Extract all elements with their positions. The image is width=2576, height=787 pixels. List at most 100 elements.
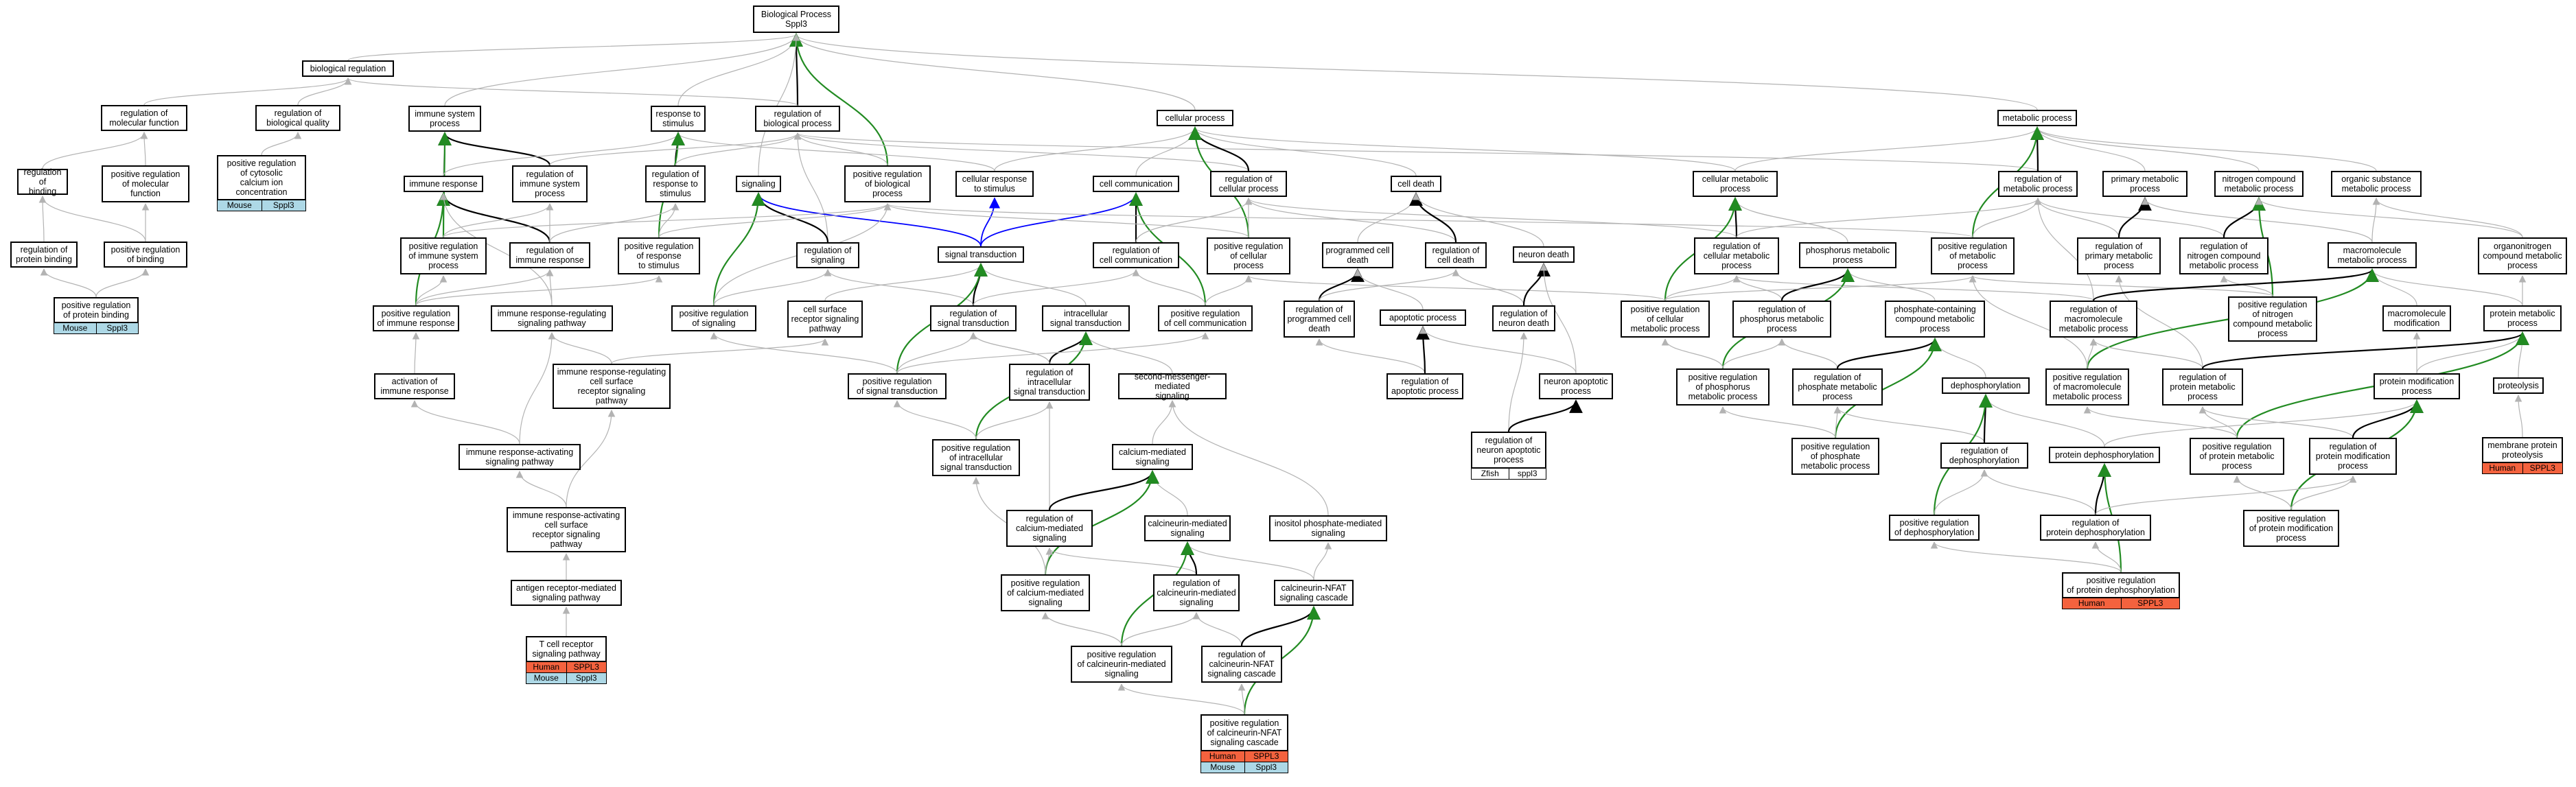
- go-term-neuron-death[interactable]: neuron death: [1513, 246, 1575, 263]
- go-term-calcineurin-nfat-signaling-cascade[interactable]: calcineurin-NFAT signaling cascade: [1274, 580, 1354, 606]
- go-term-regulation-of-binding[interactable]: regulation of binding: [17, 167, 68, 196]
- go-term-response-to-stimulus[interactable]: response to stimulus: [651, 106, 706, 132]
- go-term-immune-response-regulating-signaling-pathway[interactable]: immune response-regulating signaling pat…: [491, 305, 613, 331]
- go-term-organonitrogen-compound-metabolic-process[interactable]: organonitrogen compound metabolic proces…: [2478, 237, 2567, 274]
- go-term-protein-dephosphorylation[interactable]: protein dephosphorylation: [2049, 447, 2160, 463]
- go-term-positive-regulation-of-molecular-function[interactable]: positive regulation of molecular functio…: [102, 165, 189, 202]
- go-term-positive-regulation-of-metabolic-process[interactable]: positive regulation of metabolic process: [1931, 237, 2015, 274]
- go-term-cell-surface-receptor-signaling-pathway[interactable]: cell surface receptor signaling pathway: [787, 301, 863, 338]
- go-term-dephosphorylation[interactable]: dephosphorylation: [1942, 377, 2030, 394]
- go-term-positive-regulation-of-phosphorus-metabolic-process[interactable]: positive regulation of phosphorus metabo…: [1676, 368, 1769, 406]
- go-term-regulation-of-protein-metabolic-process[interactable]: regulation of protein metabolic process: [2162, 368, 2243, 406]
- go-term-antigen-receptor-mediated-signaling-pathway[interactable]: antigen receptor-mediated signaling path…: [511, 580, 622, 606]
- go-term-regulation-of-signal-transduction[interactable]: regulation of signal transduction: [930, 305, 1017, 331]
- go-term-positive-regulation-of-protein-metabolic-process[interactable]: positive regulation of protein metabolic…: [2190, 438, 2284, 475]
- go-term-calcium-mediated-signaling[interactable]: calcium-mediated signaling: [1112, 444, 1193, 470]
- go-term-positive-regulation-of-cytosolic-calcium[interactable]: positive regulation of cytosolic calcium…: [217, 155, 306, 200]
- go-term-programmed-cell-death[interactable]: programmed cell death: [1322, 242, 1393, 268]
- go-term-regulation-of-phosphate-metabolic-process[interactable]: regulation of phosphate metabolic proces…: [1792, 368, 1883, 406]
- go-term-regulation-of-molecular-function[interactable]: regulation of molecular function: [101, 105, 187, 131]
- go-term-metabolic-process[interactable]: metabolic process: [1997, 110, 2077, 126]
- go-term-positive-regulation-of-response-to-stimulus[interactable]: positive regulation of response to stimu…: [618, 237, 700, 274]
- go-term-signal-transduction[interactable]: signal transduction: [938, 246, 1024, 263]
- go-term-phosphate-containing-compound-metabolic-process[interactable]: phosphate-containing compound metabolic …: [1885, 301, 1985, 338]
- go-term-regulation-of-programmed-cell-death[interactable]: regulation of programmed cell death: [1284, 301, 1355, 338]
- go-term-positive-regulation-of-nitrogen-compound-metabolic-process[interactable]: positive regulation of nitrogen compound…: [2228, 296, 2317, 342]
- go-term-signaling[interactable]: signaling: [736, 176, 781, 192]
- go-term-positive-regulation-of-cellular-process[interactable]: positive regulation of cellular process: [1207, 237, 1290, 274]
- go-term-organic-substance-metabolic-process[interactable]: organic substance metabolic process: [2331, 171, 2422, 197]
- go-term-second-messenger-mediated-signaling[interactable]: second-messenger-mediated signaling: [1118, 372, 1227, 401]
- go-term-regulation-of-response-to-stimulus[interactable]: regulation of response to stimulus: [645, 165, 706, 202]
- go-term-inositol-phosphate-mediated-signaling[interactable]: inositol phosphate-mediated signaling: [1269, 515, 1387, 541]
- go-term-regulation-of-metabolic-process[interactable]: regulation of metabolic process: [1998, 171, 2078, 197]
- go-term-positive-regulation-of-calcium-mediated-signaling[interactable]: positive regulation of calcium-mediated …: [1001, 574, 1090, 611]
- go-term-regulation-of-nitrogen-compound-metabolic-process[interactable]: regulation of nitrogen compound metaboli…: [2179, 237, 2268, 274]
- go-term-activation-of-immune-response[interactable]: activation of immune response: [374, 373, 455, 399]
- go-term-regulation-of-neuron-apoptotic-process[interactable]: regulation of neuron apoptotic process: [1471, 432, 1546, 469]
- go-term-apoptotic-process[interactable]: apoptotic process: [1380, 309, 1466, 326]
- go-term-cell-communication[interactable]: cell communication: [1093, 176, 1179, 192]
- go-term-macromolecule-modification[interactable]: macromolecule modification: [2382, 305, 2451, 331]
- go-term-regulation-of-macromolecule-metabolic-process[interactable]: regulation of macromolecule metabolic pr…: [2050, 301, 2137, 338]
- go-term-t-cell-receptor-signaling-pathway[interactable]: T cell receptor signaling pathway: [526, 636, 607, 662]
- go-term-protein-metabolic-process[interactable]: protein metabolic process: [2483, 305, 2562, 331]
- go-term-nitrogen-compound-metabolic-process[interactable]: nitrogen compound metabolic process: [2214, 171, 2304, 197]
- go-term-regulation-of-dephosphorylation[interactable]: regulation of dephosphorylation: [1940, 443, 2028, 469]
- go-term-regulation-of-immune-response[interactable]: regulation of immune response: [509, 242, 590, 268]
- go-term-neuron-apoptotic-process[interactable]: neuron apoptotic process: [1539, 373, 1613, 399]
- go-term-cell-death[interactable]: cell death: [1391, 176, 1441, 192]
- go-term-positive-regulation-of-cell-communication[interactable]: positive regulation of cell communicatio…: [1158, 305, 1253, 331]
- go-term-cellular-metabolic-process[interactable]: cellular metabolic process: [1693, 171, 1778, 197]
- go-term-immune-system-process[interactable]: immune system process: [408, 106, 481, 132]
- go-term-regulation-of-protein-dephosphorylation[interactable]: regulation of protein dephosphorylation: [2040, 515, 2151, 541]
- go-term-positive-regulation-of-protein-binding[interactable]: positive regulation of protein binding: [54, 297, 139, 323]
- go-term-immune-response-activating-signaling-pathway[interactable]: immune response-activating signaling pat…: [459, 444, 581, 470]
- go-term-cellular-process[interactable]: cellular process: [1157, 110, 1233, 126]
- go-term-regulation-of-protein-modification-process[interactable]: regulation of protein modification proce…: [2309, 438, 2397, 475]
- go-term-immune-response[interactable]: immune response: [404, 176, 483, 192]
- go-term-regulation-of-calcium-mediated-signaling[interactable]: regulation of calcium-mediated signaling: [1006, 510, 1093, 547]
- go-term-regulation-of-apoptotic-process[interactable]: regulation of apoptotic process: [1386, 373, 1463, 399]
- go-term-macromolecule-metabolic-process[interactable]: macromolecule metabolic process: [2328, 242, 2417, 268]
- go-term-positive-regulation-of-dephosphorylation[interactable]: positive regulation of dephosphorylation: [1889, 515, 1980, 541]
- go-term-cellular-response-to-stimulus[interactable]: cellular response to stimulus: [955, 171, 1034, 197]
- go-term-regulation-of-neuron-death[interactable]: regulation of neuron death: [1492, 305, 1555, 331]
- go-term-positive-regulation-of-binding[interactable]: positive regulation of binding: [104, 242, 187, 268]
- go-term-regulation-of-primary-metabolic-process[interactable]: regulation of primary metabolic process: [2077, 237, 2161, 274]
- go-term-positive-regulation-of-phosphate-metabolic-process[interactable]: positive regulation of phosphate metabol…: [1791, 438, 1879, 475]
- go-term-positive-regulation-of-signaling[interactable]: positive regulation of signaling: [671, 305, 756, 331]
- go-term-proteolysis[interactable]: proteolysis: [2493, 377, 2544, 394]
- go-term-regulation-of-signaling[interactable]: regulation of signaling: [796, 242, 859, 268]
- go-term-positive-regulation-of-cellular-metabolic-process[interactable]: positive regulation of cellular metaboli…: [1621, 301, 1710, 338]
- go-term-regulation-of-biological-process[interactable]: regulation of biological process: [755, 106, 840, 132]
- go-term-regulation-of-immune-system-process[interactable]: regulation of immune system process: [512, 165, 588, 202]
- go-term-biological-regulation[interactable]: biological regulation: [302, 60, 394, 77]
- go-term-positive-regulation-of-immune-response[interactable]: positive regulation of immune response: [373, 305, 459, 331]
- go-term-regulation-of-phosphorus-metabolic-process[interactable]: regulation of phosphorus metabolic proce…: [1732, 301, 1831, 338]
- go-term-regulation-of-cellular-process[interactable]: regulation of cellular process: [1210, 171, 1287, 197]
- go-term-regulation-of-biological-quality[interactable]: regulation of biological quality: [255, 105, 340, 131]
- go-term-regulation-of-protein-binding[interactable]: regulation of protein binding: [10, 242, 78, 268]
- go-term-positive-regulation-of-biological-process[interactable]: positive regulation of biological proces…: [844, 165, 931, 202]
- go-term-positive-regulation-of-protein-dephosphorylation[interactable]: positive regulation of protein dephospho…: [2062, 572, 2180, 598]
- go-term-intracellular-signal-transduction[interactable]: intracellular signal transduction: [1042, 305, 1130, 331]
- go-term-immune-response-regulating-cell-surface-receptor-signaling-pathway[interactable]: immune response-regulating cell surface …: [553, 364, 671, 409]
- go-term-positive-regulation-of-macromolecule-metabolic-process[interactable]: positive regulation of macromolecule met…: [2045, 368, 2129, 406]
- go-term-protein-modification-process[interactable]: protein modification process: [2374, 373, 2460, 399]
- go-term-positive-regulation-of-calcineurin-mediated-signaling[interactable]: positive regulation of calcineurin-media…: [1071, 646, 1172, 683]
- go-term-membrane-protein-proteolysis[interactable]: membrane protein proteolysis: [2482, 437, 2563, 463]
- go-term-positive-regulation-of-intracellular-signal-transduction[interactable]: positive regulation of intracellular sig…: [932, 439, 1020, 476]
- go-term-positive-regulation-of-calcineurin-nfat-signaling-cascade[interactable]: positive regulation of calcineurin-NFAT …: [1200, 714, 1288, 751]
- go-term-regulation-of-cellular-metabolic-process[interactable]: regulation of cellular metabolic process: [1694, 237, 1779, 274]
- go-term-positive-regulation-of-signal-transduction[interactable]: positive regulation of signal transducti…: [848, 373, 947, 399]
- go-term-regulation-of-cell-death[interactable]: regulation of cell death: [1425, 242, 1487, 268]
- go-term-biological-process[interactable]: Biological Process Sppl3: [753, 5, 839, 33]
- go-term-positive-regulation-of-immune-system-process[interactable]: positive regulation of immune system pro…: [400, 237, 487, 274]
- go-term-phosphorus-metabolic-process[interactable]: phosphorus metabolic process: [1799, 242, 1896, 268]
- go-term-positive-regulation-of-protein-modification-process[interactable]: positive regulation of protein modificat…: [2243, 510, 2339, 547]
- go-term-regulation-of-intracellular-signal-transduction[interactable]: regulation of intracellular signal trans…: [1009, 364, 1090, 401]
- go-term-regulation-of-calcineurin-nfat-signaling-cascade[interactable]: regulation of calcineurin-NFAT signaling…: [1201, 646, 1282, 683]
- go-term-regulation-of-calcineurin-mediated-signaling[interactable]: regulation of calcineurin-mediated signa…: [1153, 574, 1240, 611]
- go-term-calcineurin-mediated-signaling[interactable]: calcineurin-mediated signaling: [1144, 515, 1231, 541]
